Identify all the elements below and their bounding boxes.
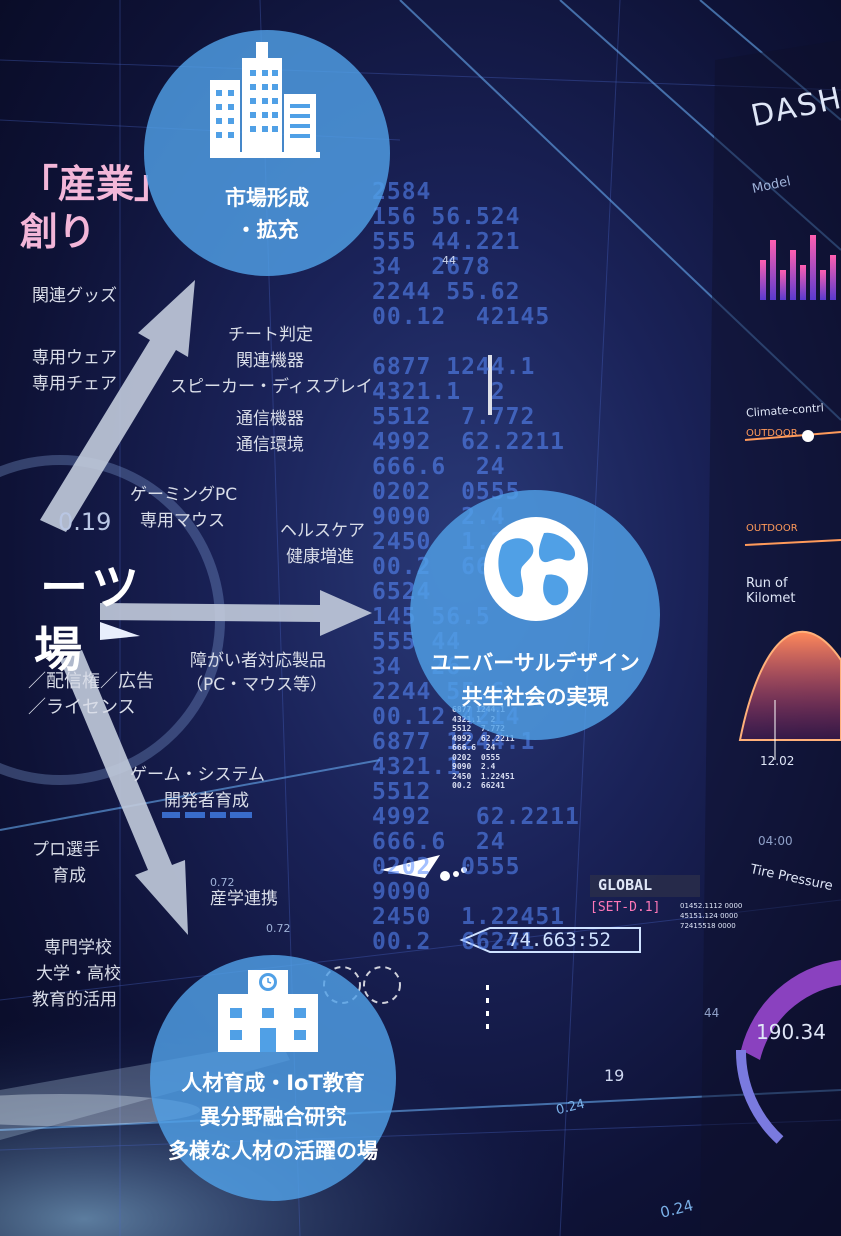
talent-line2: 異分野融合研究 (199, 1105, 347, 1129)
talent-line1: 人材育成・IoT教育 (181, 1071, 365, 1095)
label-gaming-1: ゲーミングPC (130, 485, 238, 505)
label-cheat-2: 関連機器 (236, 351, 304, 371)
label-school-3: 教育的活用 (32, 990, 117, 1010)
dashboard-value-1202: 12.02 (760, 754, 795, 768)
number-072-a: 0.72 (210, 876, 235, 889)
arrow-down-icon (60, 650, 188, 935)
label-dev-1: ゲーム・システム (130, 765, 265, 785)
talent-text: 人材育成・IoT教育 異分野融合研究 多様な人材の活躍の場 (120, 1066, 426, 1168)
market-line1: 市場形成 (225, 186, 309, 210)
building-icon (210, 42, 320, 158)
label-wear-1: 専用ウェア (32, 348, 117, 368)
label-cheat-1: チート判定 (228, 325, 313, 345)
left-mid-title-1: ーツ (40, 560, 144, 616)
left-number: 0.19 (58, 508, 112, 536)
label-school-2: 大学・高校 (36, 964, 121, 984)
label-related-goods: 関連グッズ (32, 286, 117, 306)
global-label: GLOBAL (598, 876, 653, 894)
label-gaming-2: 専用マウス (140, 511, 225, 531)
market-text: 市場形成 ・拡充 (170, 182, 364, 246)
label-pro-1: プロ選手 (32, 840, 100, 860)
label-industry: 産学連携 (210, 889, 278, 909)
universal-text: ユニバーサルデザイン 共生社会の実現 (380, 646, 690, 714)
left-mid-sub-1: ／配信権／広告 (28, 671, 154, 692)
left-heading-line2: 創り (20, 210, 97, 254)
arrow-up-icon (40, 280, 195, 532)
universal-line2: 共生社会の実現 (461, 685, 609, 709)
dashboard-outdoor-2: OUTDOOR (746, 523, 798, 534)
triangle-accent (100, 622, 140, 640)
global-line-3: 72415518 0000 (680, 922, 736, 930)
dashboard-value-19034: 190.34 (756, 1020, 826, 1044)
label-cheat-3: スピーカー・ディスプレイ (170, 377, 373, 397)
universal-line1: ユニバーサルデザイン (430, 651, 640, 675)
dashboard-outdoor-1: OUTDOOR (746, 428, 798, 439)
label-disability-2: （PC・マウス等） (186, 675, 328, 695)
global-line-2: 45151.124 0000 (680, 912, 738, 920)
arrow-right-icon (100, 590, 372, 636)
label-health-1: ヘルスケア (280, 521, 365, 541)
dashboard-value-0400: 04:00 (758, 834, 793, 848)
number-19: 19 (604, 1066, 625, 1085)
left-mid-title-2: 場 (34, 622, 83, 678)
label-pro-2: 育成 (52, 866, 86, 886)
globe-icon (484, 517, 588, 621)
global-line-1: 01452.1112 0000 (680, 902, 743, 910)
readout-value: 74.663:52 (508, 929, 611, 951)
label-school-1: 専門学校 (44, 938, 112, 958)
number-44-b: 44 (704, 1006, 720, 1020)
talent-line3: 多様な人材の活躍の場 (168, 1139, 378, 1163)
number-072-b: 0.72 (266, 922, 291, 935)
market-line2: ・拡充 (235, 218, 299, 242)
set-label: [SET-D.1] (590, 900, 661, 915)
label-wear-2: 専用チェア (32, 374, 117, 394)
number-44-a: 44 (442, 254, 456, 267)
label-health-2: 健康増進 (286, 547, 354, 567)
label-dev-2: 開発者育成 (164, 791, 249, 811)
school-icon (218, 970, 318, 1052)
label-cheat-5: 通信環境 (236, 435, 304, 455)
left-mid-sub-2: ／ライセンス (28, 697, 136, 718)
label-disability-1: 障がい者対応製品 (190, 651, 326, 671)
dashboard-run: Run of Kilomet (746, 576, 796, 606)
label-cheat-4: 通信機器 (236, 409, 304, 429)
